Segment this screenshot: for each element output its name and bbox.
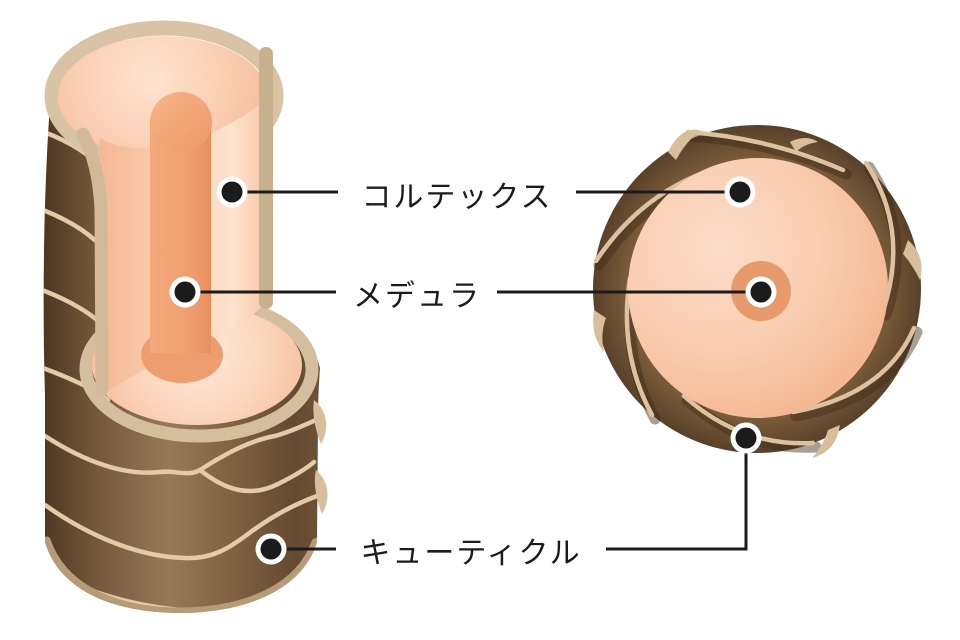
hair-shaft-cutaway <box>43 20 328 613</box>
medulla-dot-left <box>169 276 201 308</box>
medulla-column <box>141 92 223 383</box>
cuticle-dot-left <box>255 533 287 565</box>
medulla-dot-right <box>745 276 777 308</box>
medulla-column-face <box>150 120 211 353</box>
callout-lines <box>185 190 761 551</box>
top-cortex-surface <box>58 36 268 158</box>
cuticle-blade-edges <box>593 129 917 446</box>
cut-edge-left <box>76 127 109 396</box>
cortex-dot-right <box>724 176 756 208</box>
callout-dots <box>169 176 777 565</box>
cortex-dot-left <box>216 176 248 208</box>
cuticle-scale-tips <box>313 400 328 514</box>
cuticle-ring-scale-tips <box>593 129 922 458</box>
cuticle-label: キューティクル <box>360 537 582 570</box>
cuticle-dot-right <box>730 422 762 454</box>
cortex-label: コルテックス <box>361 181 553 214</box>
cuticle-scale-lines <box>43 129 320 613</box>
medulla-column-cap <box>150 92 212 152</box>
medulla-label: メデュラ <box>353 280 481 313</box>
cuticle-line-right <box>606 438 748 551</box>
